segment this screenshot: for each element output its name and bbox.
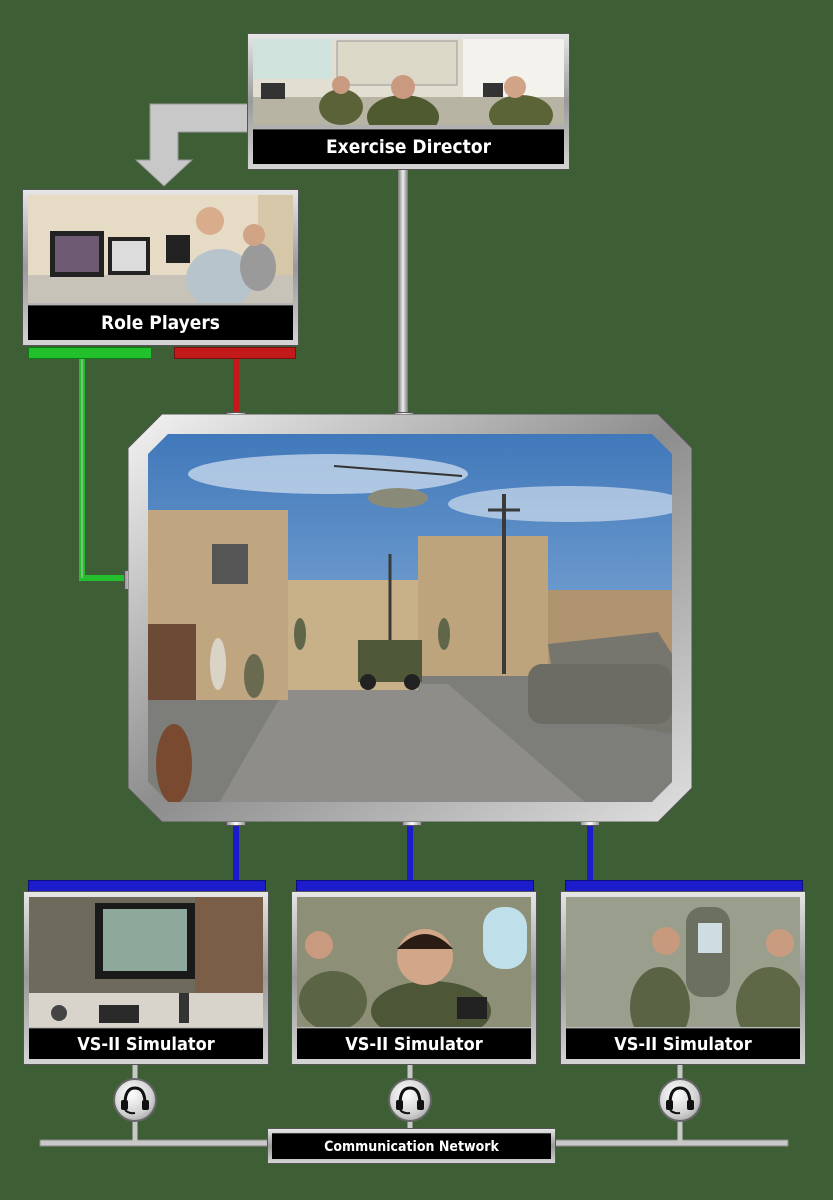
battlefield-scene xyxy=(128,414,692,822)
role-players-photo xyxy=(28,195,293,303)
red-link-bar xyxy=(174,347,296,359)
communication-network-node: Communication Network xyxy=(267,1128,556,1164)
simulator-label-3: VS-II Simulator xyxy=(566,1028,800,1059)
headset-icon xyxy=(113,1078,157,1122)
simulator-photo-2 xyxy=(297,897,531,1027)
simulator-label-2: VS-II Simulator xyxy=(297,1028,531,1059)
exercise-director-node: Exercise Director xyxy=(247,33,570,170)
exercise-director-label: Exercise Director xyxy=(253,129,564,164)
simulator-node-1: VS-II Simulator xyxy=(23,891,269,1065)
headset-icon xyxy=(658,1078,702,1122)
simulator-photo-3 xyxy=(566,897,800,1027)
simulator-node-2: VS-II Simulator xyxy=(291,891,537,1065)
simulator-photo-1 xyxy=(29,897,263,1027)
green-link-bar xyxy=(28,347,152,359)
simulator-node-3: VS-II Simulator xyxy=(560,891,806,1065)
simulator-label-1: VS-II Simulator xyxy=(29,1028,263,1059)
role-players-label: Role Players xyxy=(28,305,293,340)
exercise-director-photo xyxy=(253,39,564,125)
director-link xyxy=(398,168,408,422)
communication-network-label: Communication Network xyxy=(272,1133,551,1159)
role-players-node: Role Players xyxy=(22,189,299,346)
headset-icon xyxy=(388,1078,432,1122)
arrow-down-icon xyxy=(134,103,249,187)
